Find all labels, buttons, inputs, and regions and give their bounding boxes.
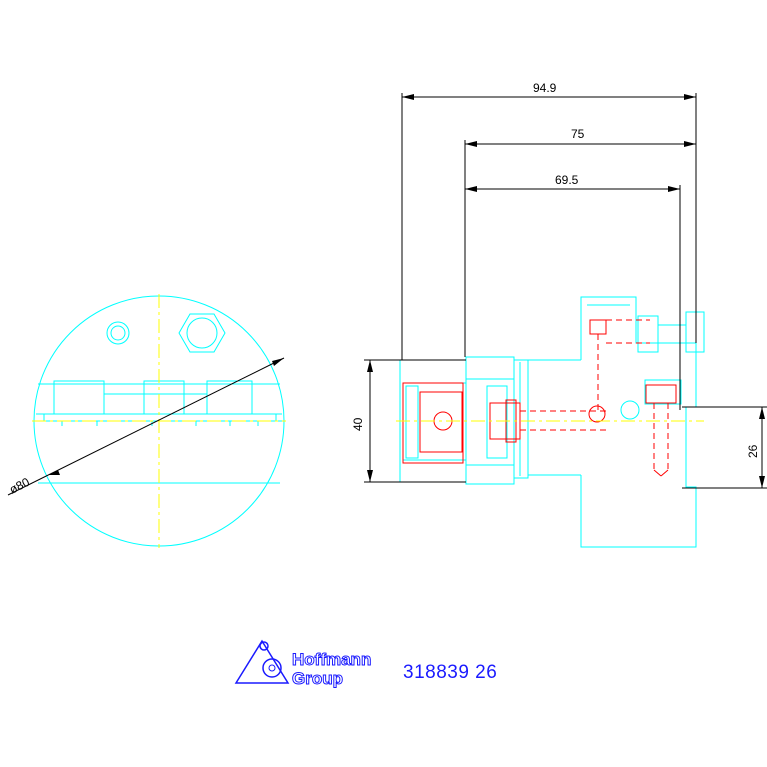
side-view: 94.9 75 69.5 40 26: [351, 81, 767, 548]
logo-text-line1: Hoffmann: [292, 650, 371, 669]
dim-69-5: 69.5: [555, 173, 579, 187]
dim-94-9: 94.9: [533, 81, 557, 95]
clamp-insert: [402, 382, 464, 464]
dim-26: 26: [746, 444, 760, 458]
hoffmann-logo: Hoffmann Group: [234, 639, 372, 689]
logo-gear-icon: [262, 658, 282, 678]
end-view: ø80: [7, 294, 286, 548]
dim-75: 75: [571, 127, 585, 141]
dim-40: 40: [351, 417, 365, 431]
part-number: 318839 26: [403, 662, 498, 683]
logo-text-line2: Group: [292, 669, 343, 688]
screw-circle: [106, 321, 130, 345]
diameter-label: ø80: [7, 475, 32, 497]
hex-nut: [178, 313, 226, 353]
logo-triangle-icon: [234, 639, 290, 684]
